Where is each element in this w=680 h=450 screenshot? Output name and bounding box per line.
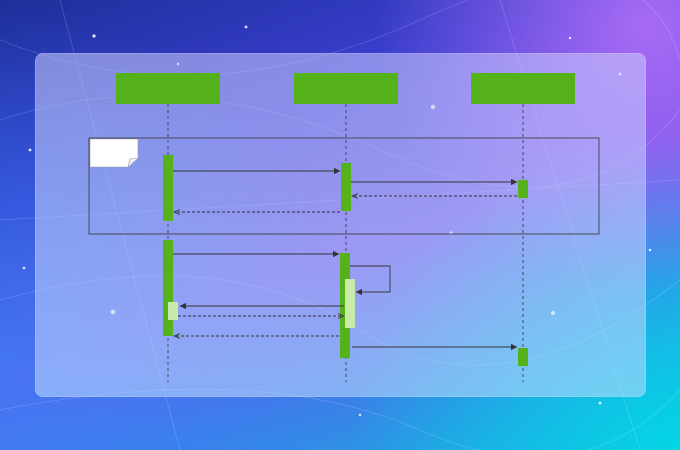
activation-bar-p3 [518, 180, 528, 198]
activation-bar-p2-nested [345, 279, 355, 328]
note-fold-corner [127, 157, 139, 168]
combined-fragment-frame [88, 137, 600, 235]
message-arrow-p2-to-p2 [350, 265, 391, 296]
activation-bar-p3 [518, 348, 528, 366]
participant-p2[interactable] [294, 73, 398, 104]
participant-p1[interactable] [116, 73, 220, 104]
activation-bar-p1 [163, 240, 173, 336]
activation-bar-p1 [163, 155, 173, 221]
activation-bar-p2 [341, 163, 351, 211]
participant-p3[interactable] [471, 73, 575, 104]
activation-bar-p1-nested [168, 302, 178, 320]
